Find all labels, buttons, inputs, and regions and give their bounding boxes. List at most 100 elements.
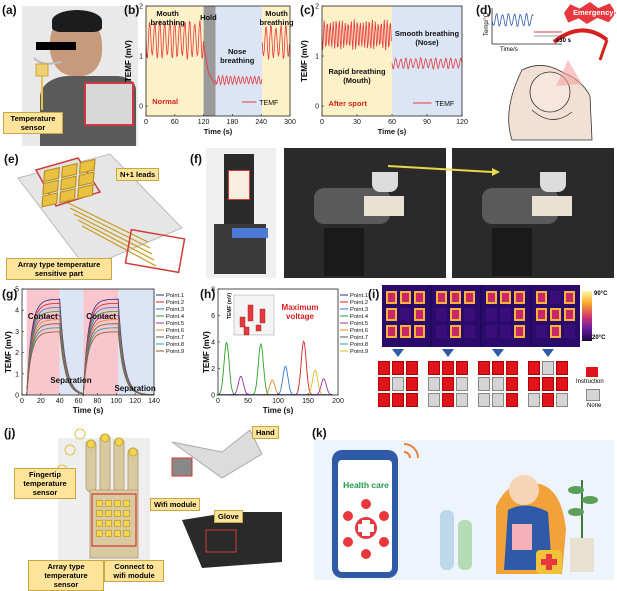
callout-glove: Glove [214, 510, 243, 523]
legend-h-label-7: Point.7 [350, 335, 368, 341]
chart-g-xtick-label: 80 [94, 398, 102, 405]
label-separation-2: Separation [114, 384, 155, 393]
glove-sensor-pad [96, 530, 103, 537]
region-label-mouth-1b: breathing [151, 18, 186, 27]
thermal-cell [486, 291, 497, 304]
trace-d-wave [491, 12, 534, 28]
chart-h-xtick-label: 150 [302, 398, 314, 405]
thermal-cell [464, 325, 475, 338]
thermal-cell [386, 291, 397, 304]
colorbar [582, 291, 592, 341]
thermal-cell [550, 308, 561, 321]
chart-c-ytick-label: 1 [315, 54, 319, 61]
glove-sensor-pad [123, 510, 130, 517]
none-cell [428, 377, 440, 391]
chart-g-xtick-label: 100 [110, 398, 122, 405]
instruction-cell [378, 377, 390, 391]
inset-ylabel: TEMF (mV) [227, 293, 233, 319]
inset-bar-3 [255, 324, 262, 332]
panel-d: (d) Temp/°C Time/s ≥30 s Emergency!! [472, 0, 617, 148]
chart-c-xtick-label: 120 [456, 119, 468, 126]
legend-g-label-7: Point.7 [166, 335, 184, 341]
chart-g-xtick-label: 0 [20, 398, 24, 405]
health-care-title: Health care [343, 480, 389, 490]
inset-bar-5 [259, 308, 266, 324]
callout-wifi-module: Wifi module [150, 498, 201, 511]
chart-c-xtick-label: 90 [423, 119, 431, 126]
none-cell [528, 393, 540, 407]
censor-bar [36, 42, 76, 50]
glove-sensor-pad [123, 530, 130, 537]
instruction-cell [456, 361, 468, 375]
panel-label-j: (j) [4, 426, 16, 440]
legend-g-label-8: Point.8 [166, 342, 184, 348]
glove-sensor-pad [105, 500, 112, 507]
legend-h-label-8: Point.8 [350, 342, 368, 348]
trace-c-smooth [391, 56, 463, 71]
legend-g-label-3: Point.3 [166, 307, 184, 313]
trace-h-peak-6 [293, 340, 314, 396]
robot-gripper-photo-1 [284, 148, 446, 278]
thermal-cell [436, 291, 447, 304]
legend-instruction-swatch [586, 367, 598, 377]
thermal-cell [500, 308, 511, 321]
region-label-smooth-a: Smooth breathing [395, 29, 460, 38]
panel-label-k: (k) [312, 426, 327, 440]
legend-h-label-6: Point.6 [350, 328, 368, 334]
thermal-cell [436, 325, 447, 338]
instruction-cell [406, 377, 418, 391]
inset-3d-bar [233, 294, 275, 336]
max-voltage-annotation: Maximum voltage [281, 303, 319, 321]
thermal-cell [464, 308, 475, 321]
photo-person-profile [22, 6, 138, 146]
label-separation-1: Separation [50, 376, 91, 385]
inset-bar-1 [239, 316, 246, 328]
chart-d [491, 8, 562, 45]
callout-temperature-sensor: Temperature sensor [3, 112, 63, 134]
instruction-cell [492, 361, 504, 375]
panel-label-h: (h) [200, 287, 216, 301]
chart-b-xtick-label: 180 [227, 119, 239, 126]
legend-h-label-1: Point.1 [350, 293, 368, 299]
glove-sensor-pad [114, 500, 121, 507]
none-cell [478, 393, 490, 407]
chart-g-ytick-label: 2 [15, 350, 19, 357]
legend-h-label-3: Point.3 [350, 307, 368, 313]
thermal-cell [486, 308, 497, 321]
thermal-image-4 [532, 285, 580, 347]
chart-g-ytick-label: 4 [15, 308, 19, 315]
thermal-cell [500, 325, 511, 338]
thermal-cell [450, 325, 461, 338]
chart-b-xtick-label: 120 [198, 119, 210, 126]
instruction-cell [478, 361, 490, 375]
instruction-grid-2 [428, 361, 470, 409]
colorbar-min: 20°C [592, 335, 606, 341]
region-hold [203, 6, 216, 116]
thermal-cell [450, 308, 461, 321]
transition-arrow [387, 165, 500, 176]
instruction-cell [506, 377, 518, 391]
robot-gripper-photo-2 [452, 148, 614, 278]
chart-b-xtick-label: 60 [171, 119, 179, 126]
instruction-cell [542, 393, 554, 407]
instruction-cell [392, 361, 404, 375]
panel-j: (j) Fingertip temperature sensor Array t… [0, 420, 300, 591]
infant-illustration [508, 28, 609, 141]
chart-h-ytick-label: 2 [211, 366, 215, 373]
thermal-images [382, 285, 580, 347]
thermal-cell [414, 325, 425, 338]
panel-label-d: (d) [476, 3, 492, 17]
chart-c-ytick-label: 2 [315, 4, 319, 11]
glove-sensor-pad [114, 520, 121, 527]
instruction-grid-3 [478, 361, 520, 409]
colorbar-max: 90°C [594, 291, 608, 297]
inset-bar-4 [243, 326, 250, 336]
emergency-burst [564, 2, 616, 24]
chart-g-ytick-label: 3 [15, 329, 19, 336]
down-arrow-icon [492, 349, 504, 357]
instruction-grid-4 [528, 361, 570, 409]
thermal-cell [436, 308, 447, 321]
